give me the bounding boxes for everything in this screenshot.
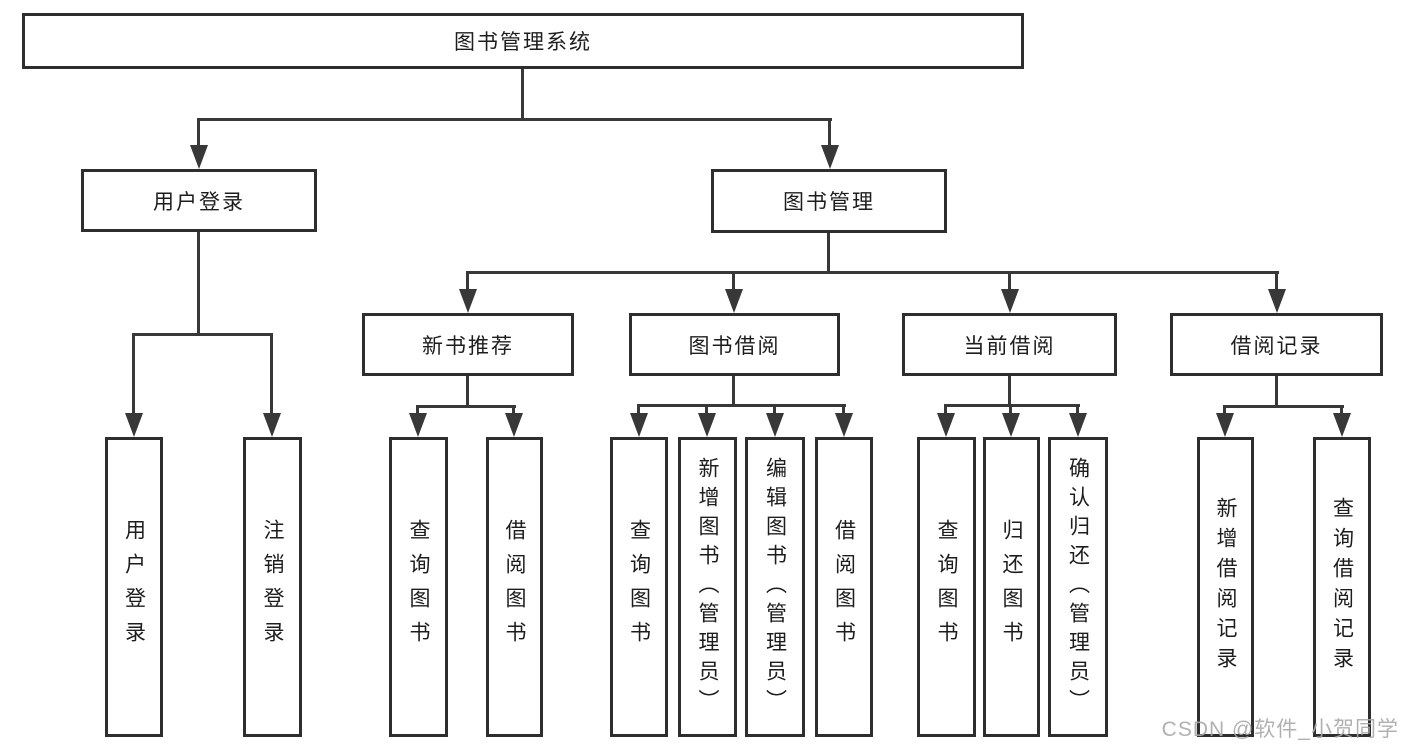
connector-drop-bb-borrow <box>842 404 845 417</box>
node-root-label: 图书管理系统 <box>454 31 592 54</box>
leaf-bb-add-books-admin-label: 新增图书（管理员） <box>696 456 719 718</box>
connector-book-mgmt-bus <box>466 271 1279 274</box>
node-book-borrow-label: 图书借阅 <box>688 334 781 358</box>
leaf-bb-edit-books-admin: 编辑图书（管理员） <box>745 437 805 737</box>
connector-drop-bb-add <box>705 404 708 417</box>
arrowhead-bb-add <box>698 413 716 437</box>
connector-drop-bb-edit <box>773 404 776 417</box>
node-book-mgmt: 图书管理 <box>711 169 947 233</box>
node-book-borrow: 图书借阅 <box>629 313 840 376</box>
connector-drop-nbr-query <box>416 405 419 417</box>
arrowhead-bb-query <box>630 413 648 437</box>
connector-br-bus <box>1223 405 1344 408</box>
connector-nbr-stem <box>466 376 469 408</box>
leaf-br-add-record-label: 新增借阅记录 <box>1214 497 1237 677</box>
leaf-bb-query-books: 查询图书 <box>610 437 668 737</box>
leaf-logout: 注销登录 <box>243 437 302 737</box>
arrowhead-book-mgmt <box>821 145 839 169</box>
node-current-borrow: 当前借阅 <box>902 313 1117 376</box>
leaf-nbr-borrow-books-label: 借阅图书 <box>503 519 526 655</box>
connector-drop-bb-query <box>637 404 640 417</box>
arrowhead-br-query <box>1333 413 1351 437</box>
connector-book-mgmt-stem <box>827 233 830 274</box>
node-new-book-rec: 新书推荐 <box>362 313 574 376</box>
leaf-bb-borrow-books-label: 借阅图书 <box>832 519 856 655</box>
arrowhead-bb-borrow <box>835 413 853 437</box>
node-borrow-record-label: 借阅记录 <box>1230 334 1323 358</box>
leaf-cb-return-books: 归还图书 <box>983 437 1040 737</box>
arrowhead-leaf-user-login <box>125 413 143 437</box>
connector-root-stem <box>521 69 524 121</box>
leaf-cb-query-books: 查询图书 <box>917 437 976 737</box>
arrowhead-book-borrow <box>725 289 743 313</box>
leaf-logout-label: 注销登录 <box>261 519 284 655</box>
connector-cb-bus <box>944 404 1080 407</box>
connector-br-stem <box>1275 376 1278 408</box>
arrowhead-bb-edit <box>766 413 784 437</box>
arrowhead-cb-query <box>937 413 955 437</box>
arrowhead-nbr-borrow <box>505 413 523 437</box>
csdn-watermark: CSDN @软件_小贺同学 <box>1161 718 1399 741</box>
node-user-login: 用户登录 <box>81 169 317 232</box>
node-borrow-record: 借阅记录 <box>1170 313 1383 376</box>
leaf-cb-return-books-label: 归还图书 <box>1000 519 1023 655</box>
arrowhead-new-book-rec <box>459 289 477 313</box>
connector-nbr-bus <box>416 405 516 408</box>
connector-drop-user-login <box>197 118 200 150</box>
leaf-nbr-query-books: 查询图书 <box>389 437 448 737</box>
connector-drop-cb-return <box>1009 404 1012 417</box>
connector-drop-current-borrow <box>1008 271 1011 295</box>
leaf-bb-add-books-admin: 新增图书（管理员） <box>678 437 737 737</box>
leaf-cb-confirm-return-admin-label: 确认归还（管理员） <box>1066 456 1090 718</box>
leaf-user-login-label: 用户登录 <box>122 519 146 655</box>
node-current-borrow-label: 当前借阅 <box>963 334 1056 358</box>
connector-bb-bus <box>637 404 846 407</box>
arrowhead-borrow-record <box>1268 289 1286 313</box>
leaf-user-login: 用户登录 <box>105 437 163 737</box>
arrowhead-cb-confirm <box>1069 413 1087 437</box>
connector-drop-nbr-borrow <box>512 405 515 417</box>
connector-user-login-stem <box>197 232 200 336</box>
leaf-bb-edit-books-admin-label: 编辑图书（管理员） <box>763 456 787 718</box>
connector-drop-new-book-rec <box>466 271 469 295</box>
arrowhead-nbr-query <box>409 413 427 437</box>
connector-drop-leaf-logout <box>270 333 273 417</box>
connector-drop-cb-query <box>944 404 947 417</box>
node-new-book-rec-label: 新书推荐 <box>422 334 514 358</box>
arrowhead-br-add <box>1216 413 1234 437</box>
leaf-br-query-record-label: 查询借阅记录 <box>1330 497 1354 677</box>
connector-bb-stem <box>732 376 735 407</box>
connector-drop-borrow-record <box>1275 271 1278 295</box>
arrowhead-leaf-logout <box>263 413 281 437</box>
leaf-bb-query-books-label: 查询图书 <box>627 519 651 655</box>
leaf-bb-borrow-books: 借阅图书 <box>815 437 873 737</box>
arrowhead-user-login <box>190 145 208 169</box>
connector-drop-book-borrow <box>732 271 735 295</box>
arrowhead-current-borrow <box>1001 289 1019 313</box>
node-book-mgmt-label: 图书管理 <box>783 191 875 214</box>
connector-drop-br-add <box>1223 405 1226 417</box>
connector-drop-cb-confirm <box>1076 404 1079 417</box>
connector-drop-leaf-user-login <box>132 333 135 417</box>
leaf-br-add-record: 新增借阅记录 <box>1197 437 1254 737</box>
connector-drop-book-mgmt <box>828 118 831 150</box>
leaf-nbr-query-books-label: 查询图书 <box>407 519 430 655</box>
arrowhead-cb-return <box>1002 413 1020 437</box>
leaf-cb-query-books-label: 查询图书 <box>935 519 958 655</box>
leaf-nbr-borrow-books: 借阅图书 <box>486 437 543 737</box>
connector-cb-stem <box>1008 376 1011 407</box>
node-user-login-label: 用户登录 <box>153 190 245 214</box>
connector-root-bus <box>197 118 832 121</box>
connector-user-login-bus <box>132 333 273 336</box>
leaf-cb-confirm-return-admin: 确认归还（管理员） <box>1048 437 1108 737</box>
leaf-br-query-record: 查询借阅记录 <box>1313 437 1371 737</box>
connector-drop-br-query <box>1340 405 1343 417</box>
node-root: 图书管理系统 <box>22 13 1024 69</box>
